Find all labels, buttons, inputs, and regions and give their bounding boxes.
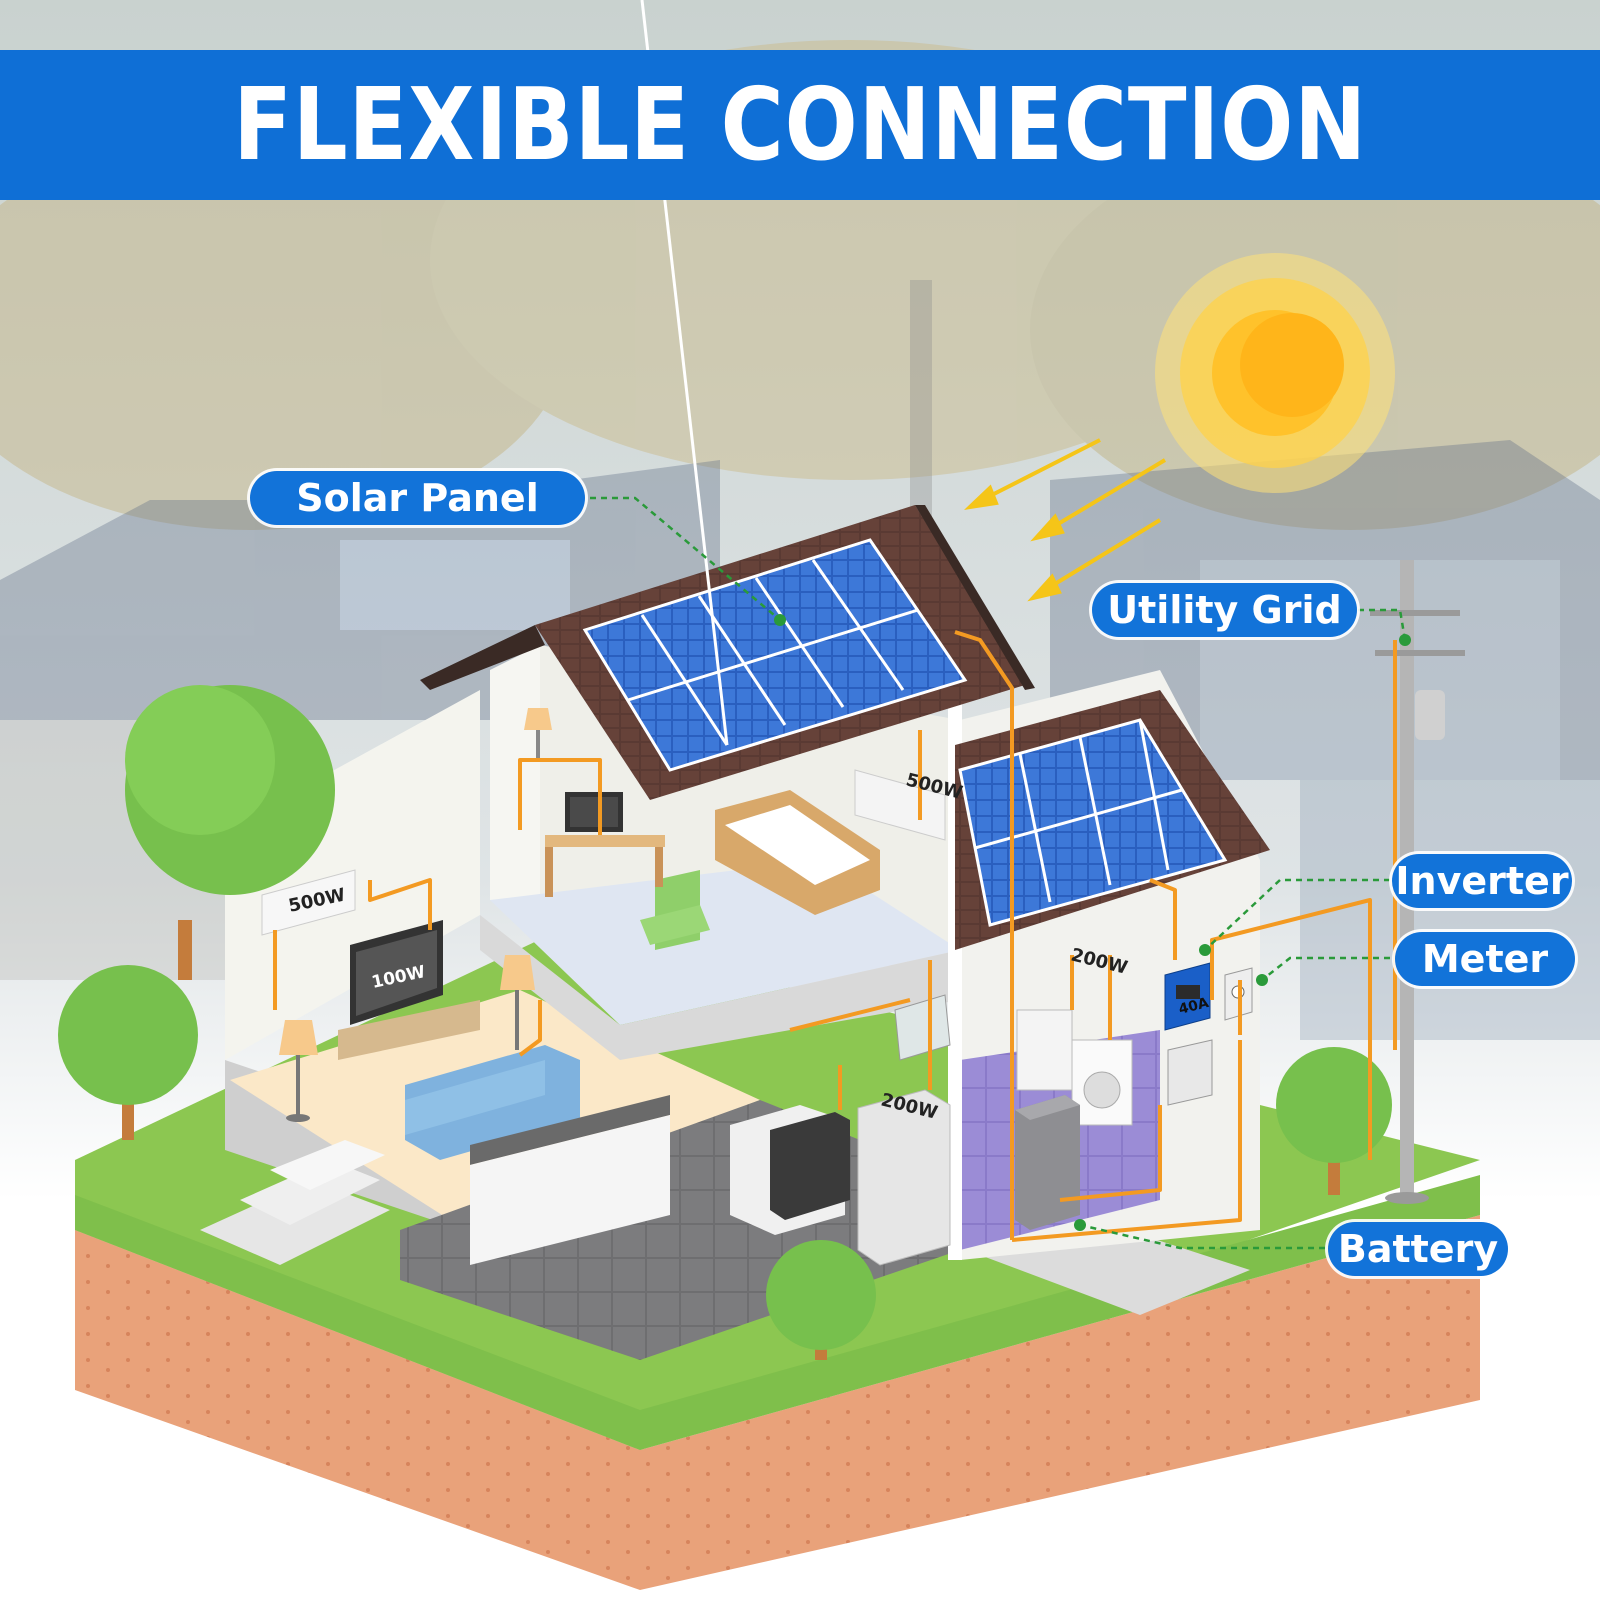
tree-icon-right <box>1276 1047 1392 1195</box>
tv-icon <box>350 920 443 1025</box>
air-conditioner-living <box>261 869 356 936</box>
lamp-icon <box>524 708 552 760</box>
bedroom-furniture <box>545 790 880 950</box>
title-banner: FLEXIBLE CONNECTION <box>0 50 1600 200</box>
living-room-furniture <box>338 1000 670 1265</box>
tree-icon-left-large <box>125 685 335 980</box>
callout-solar-panel: Solar Panel <box>250 471 585 525</box>
power-wires <box>273 630 1397 1242</box>
callout-inverter: Inverter <box>1392 854 1572 908</box>
battery-icon <box>1015 1095 1080 1230</box>
inverter-icon <box>1164 962 1211 1031</box>
entrance-steps <box>200 1140 390 1265</box>
callout-leader-lines <box>590 496 1407 1250</box>
callout-utility-grid: Utility Grid <box>1092 583 1357 637</box>
air-conditioner-upstairs <box>854 769 946 841</box>
callout-battery: Battery <box>1328 1222 1508 1276</box>
laundry-appliances <box>1016 1009 1133 1126</box>
tree-icon-front <box>766 1240 876 1360</box>
kitchen-appliances <box>730 1089 951 1266</box>
page-title: FLEXIBLE CONNECTION <box>233 66 1367 183</box>
floor-lamps <box>279 955 535 1122</box>
tree-icon-left-small <box>58 965 198 1140</box>
solar-panel-array-right <box>958 718 1228 927</box>
callout-meter: Meter <box>1395 932 1575 986</box>
disconnect-box-icon <box>1167 1039 1213 1106</box>
inverter-display-label: 40A <box>1177 995 1210 1018</box>
sun-ray-arrows <box>963 438 1167 602</box>
sun-icon <box>1155 253 1395 493</box>
callout-anchor-dots <box>774 614 1411 1231</box>
